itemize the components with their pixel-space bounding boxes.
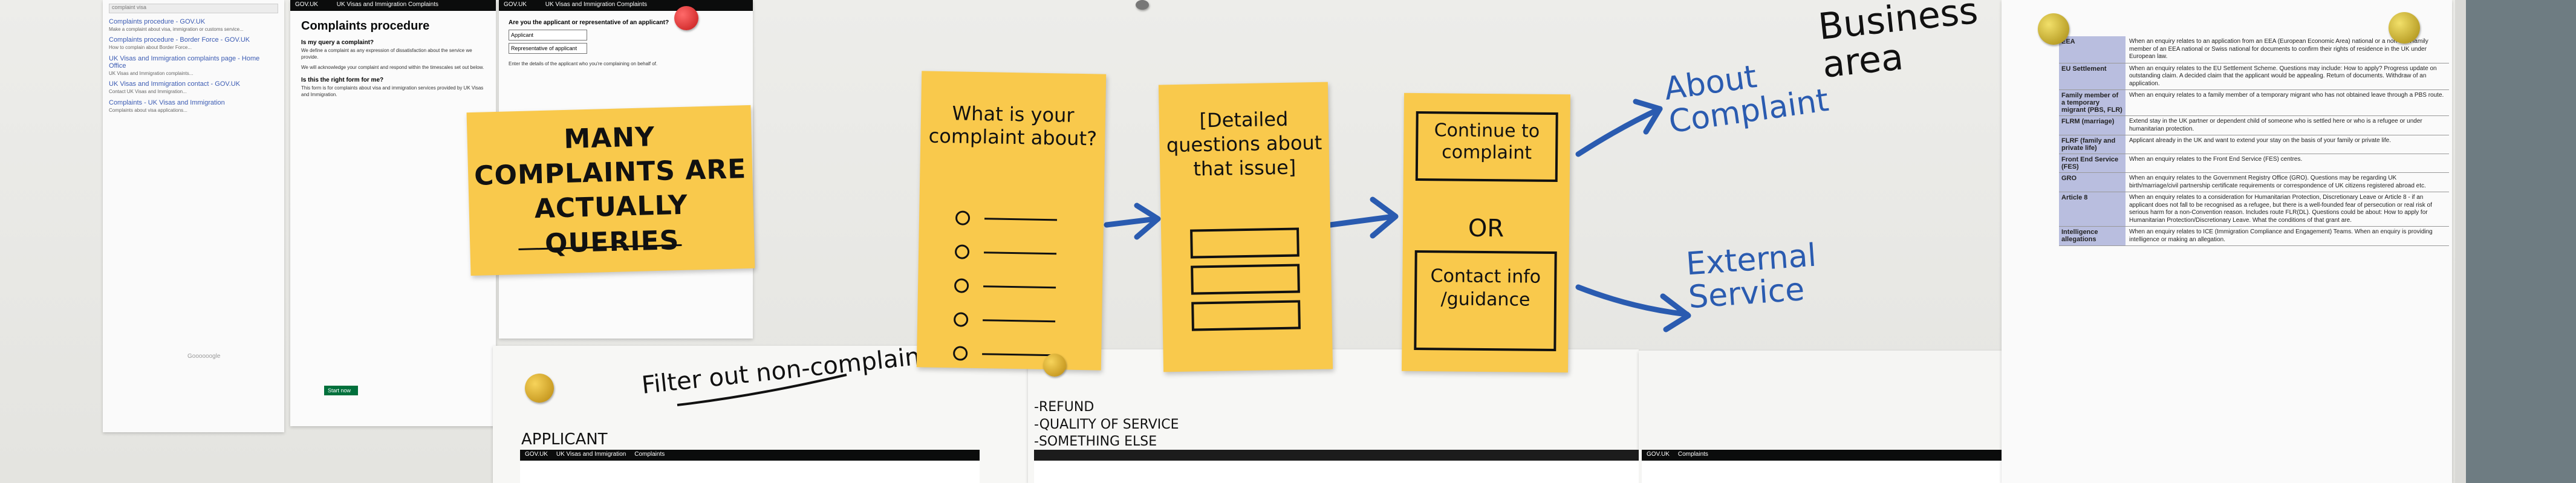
section-text: This form is for complaints about visa a… bbox=[301, 85, 484, 98]
bottom-printout-strip: GOV.UK Complaints bbox=[1642, 450, 2059, 483]
wall-frame bbox=[2455, 0, 2576, 483]
table-key: FLRM (marriage) bbox=[2059, 116, 2126, 135]
arrow-head bbox=[1134, 203, 1161, 240]
gov-logo: GOV.UK bbox=[504, 1, 527, 8]
table-key: GRO bbox=[2059, 173, 2126, 192]
field-box-sketch bbox=[1191, 300, 1301, 331]
sticky-note-what-is-complaint: What is your complaint about? bbox=[916, 71, 1107, 371]
red-pushpin-icon bbox=[674, 6, 698, 30]
section-text: We define a complaint as any expression … bbox=[301, 48, 472, 60]
table-value: Extend stay in the UK partner or depende… bbox=[2129, 118, 2422, 132]
table-value: When an enquiry relates to an applicatio… bbox=[2129, 38, 2428, 60]
sticky-note-continue-or-contact: Continue to complaint OR Contact info /g… bbox=[1401, 92, 1571, 373]
table-value: When an enquiry relates to a family memb… bbox=[2129, 92, 2444, 99]
bottom-printout-strip: GOV.UK UK Visas and Immigration Complain… bbox=[520, 450, 980, 483]
sticky-note-queries: MANY COMPLAINTS ARE ACTUALLY QUERIES bbox=[466, 105, 755, 276]
table-key: Front End Service (FES) bbox=[2059, 154, 2126, 172]
section-question: Is this the right form for me? bbox=[301, 77, 384, 84]
table-row: FLRF (family and private life)Applicant … bbox=[2059, 135, 2449, 154]
page-title: Complaints procedure bbox=[301, 19, 430, 33]
bullet-list-sketch bbox=[952, 210, 1058, 381]
search-result-title: Complaints procedure - Border Force - GO… bbox=[109, 36, 250, 44]
search-result-title: UK Visas and Immigration complaints page… bbox=[109, 54, 260, 70]
yellow-pushpin-icon bbox=[1043, 354, 1066, 377]
table-key: EU Settlement bbox=[2059, 63, 2126, 89]
form-note: Enter the details of the applicant who y… bbox=[509, 61, 658, 66]
field-box-sketch bbox=[1190, 227, 1299, 259]
gov-header: GOV.UK UK Visas and Immigration Complain… bbox=[290, 0, 496, 11]
table-key: FLRF (family and private life) bbox=[2059, 135, 2126, 154]
handwritten-options-list: -REFUND -QUALITY OF SERVICE -SOMETHING E… bbox=[1034, 400, 1179, 450]
table-key: Family member of a temporary migrant (PB… bbox=[2059, 90, 2126, 115]
radio-option-representative[interactable]: Representative of applicant bbox=[509, 43, 587, 54]
form-question: Are you the applicant or representative … bbox=[509, 19, 669, 26]
search-query: complaint visa bbox=[109, 4, 278, 13]
field-box-sketch bbox=[1191, 264, 1300, 295]
table-value: When an enquiry relates to a considerati… bbox=[2129, 194, 2432, 224]
contact-box: Contact info /guidance bbox=[1414, 250, 1557, 352]
yellow-pushpin-icon bbox=[2038, 13, 2069, 45]
search-result-title: UK Visas and Immigration contact - GOV.U… bbox=[109, 80, 241, 88]
pushpin-icon bbox=[1136, 0, 1149, 10]
table-key: EEA bbox=[2059, 36, 2126, 63]
gov-service-name: UK Visas and Immigration Complaints bbox=[545, 1, 647, 8]
printed-search-results: complaint visa Complaints procedure - GO… bbox=[103, 0, 284, 432]
arrow-right-1 bbox=[1104, 216, 1159, 228]
search-pagination: Goooooogle bbox=[187, 353, 221, 360]
table-row: FLRM (marriage)Extend stay in the UK par… bbox=[2059, 116, 2449, 135]
gov-header: GOV.UK Complaints bbox=[1642, 450, 2059, 461]
search-result-title: Complaints - UK Visas and Immigration bbox=[109, 99, 225, 106]
table-value: When an enquiry relates to the Front End… bbox=[2129, 156, 2303, 163]
table-row: Front End Service (FES)When an enquiry r… bbox=[2059, 154, 2449, 173]
table-row: Family member of a temporary migrant (PB… bbox=[2059, 90, 2449, 116]
search-result-title: Complaints procedure - GOV.UK bbox=[109, 18, 206, 25]
or-label: OR bbox=[1468, 214, 1504, 243]
gov-logo: GOV.UK bbox=[295, 1, 318, 8]
yellow-pushpin-icon bbox=[2389, 12, 2420, 44]
continue-box: Continue to complaint bbox=[1415, 111, 1558, 183]
section-question: Is my query a complaint? bbox=[301, 39, 374, 46]
table-value: Applicant already in the UK and want to … bbox=[2129, 137, 2392, 144]
gov-service-name: UK Visas and Immigration Complaints bbox=[336, 1, 438, 8]
table-key: Article 8 bbox=[2059, 192, 2126, 226]
bottom-printout-strip bbox=[1034, 450, 1639, 483]
gov-header: GOV.UK UK Visas and Immigration Complain… bbox=[520, 450, 980, 461]
table-value: When an enquiry relates to the Governmen… bbox=[2129, 175, 2426, 189]
table-value: When an enquiry relates to the EU Settle… bbox=[2129, 65, 2437, 87]
printed-gov-page: GOV.UK UK Visas and Immigration Complain… bbox=[290, 0, 496, 426]
handwritten-applicant-label: APPLICANT bbox=[521, 430, 608, 449]
start-now-button[interactable]: Start now bbox=[324, 386, 358, 395]
table-key: Intelligence allegations bbox=[2059, 227, 2126, 245]
yellow-pushpin-icon bbox=[525, 374, 554, 403]
table-value: When an enquiry relates to ICE (Immigrat… bbox=[2129, 229, 2433, 243]
sticky-note-detailed-questions: [Detailed questions about that issue] bbox=[1158, 82, 1333, 372]
radio-option-applicant[interactable]: Applicant bbox=[509, 30, 587, 41]
